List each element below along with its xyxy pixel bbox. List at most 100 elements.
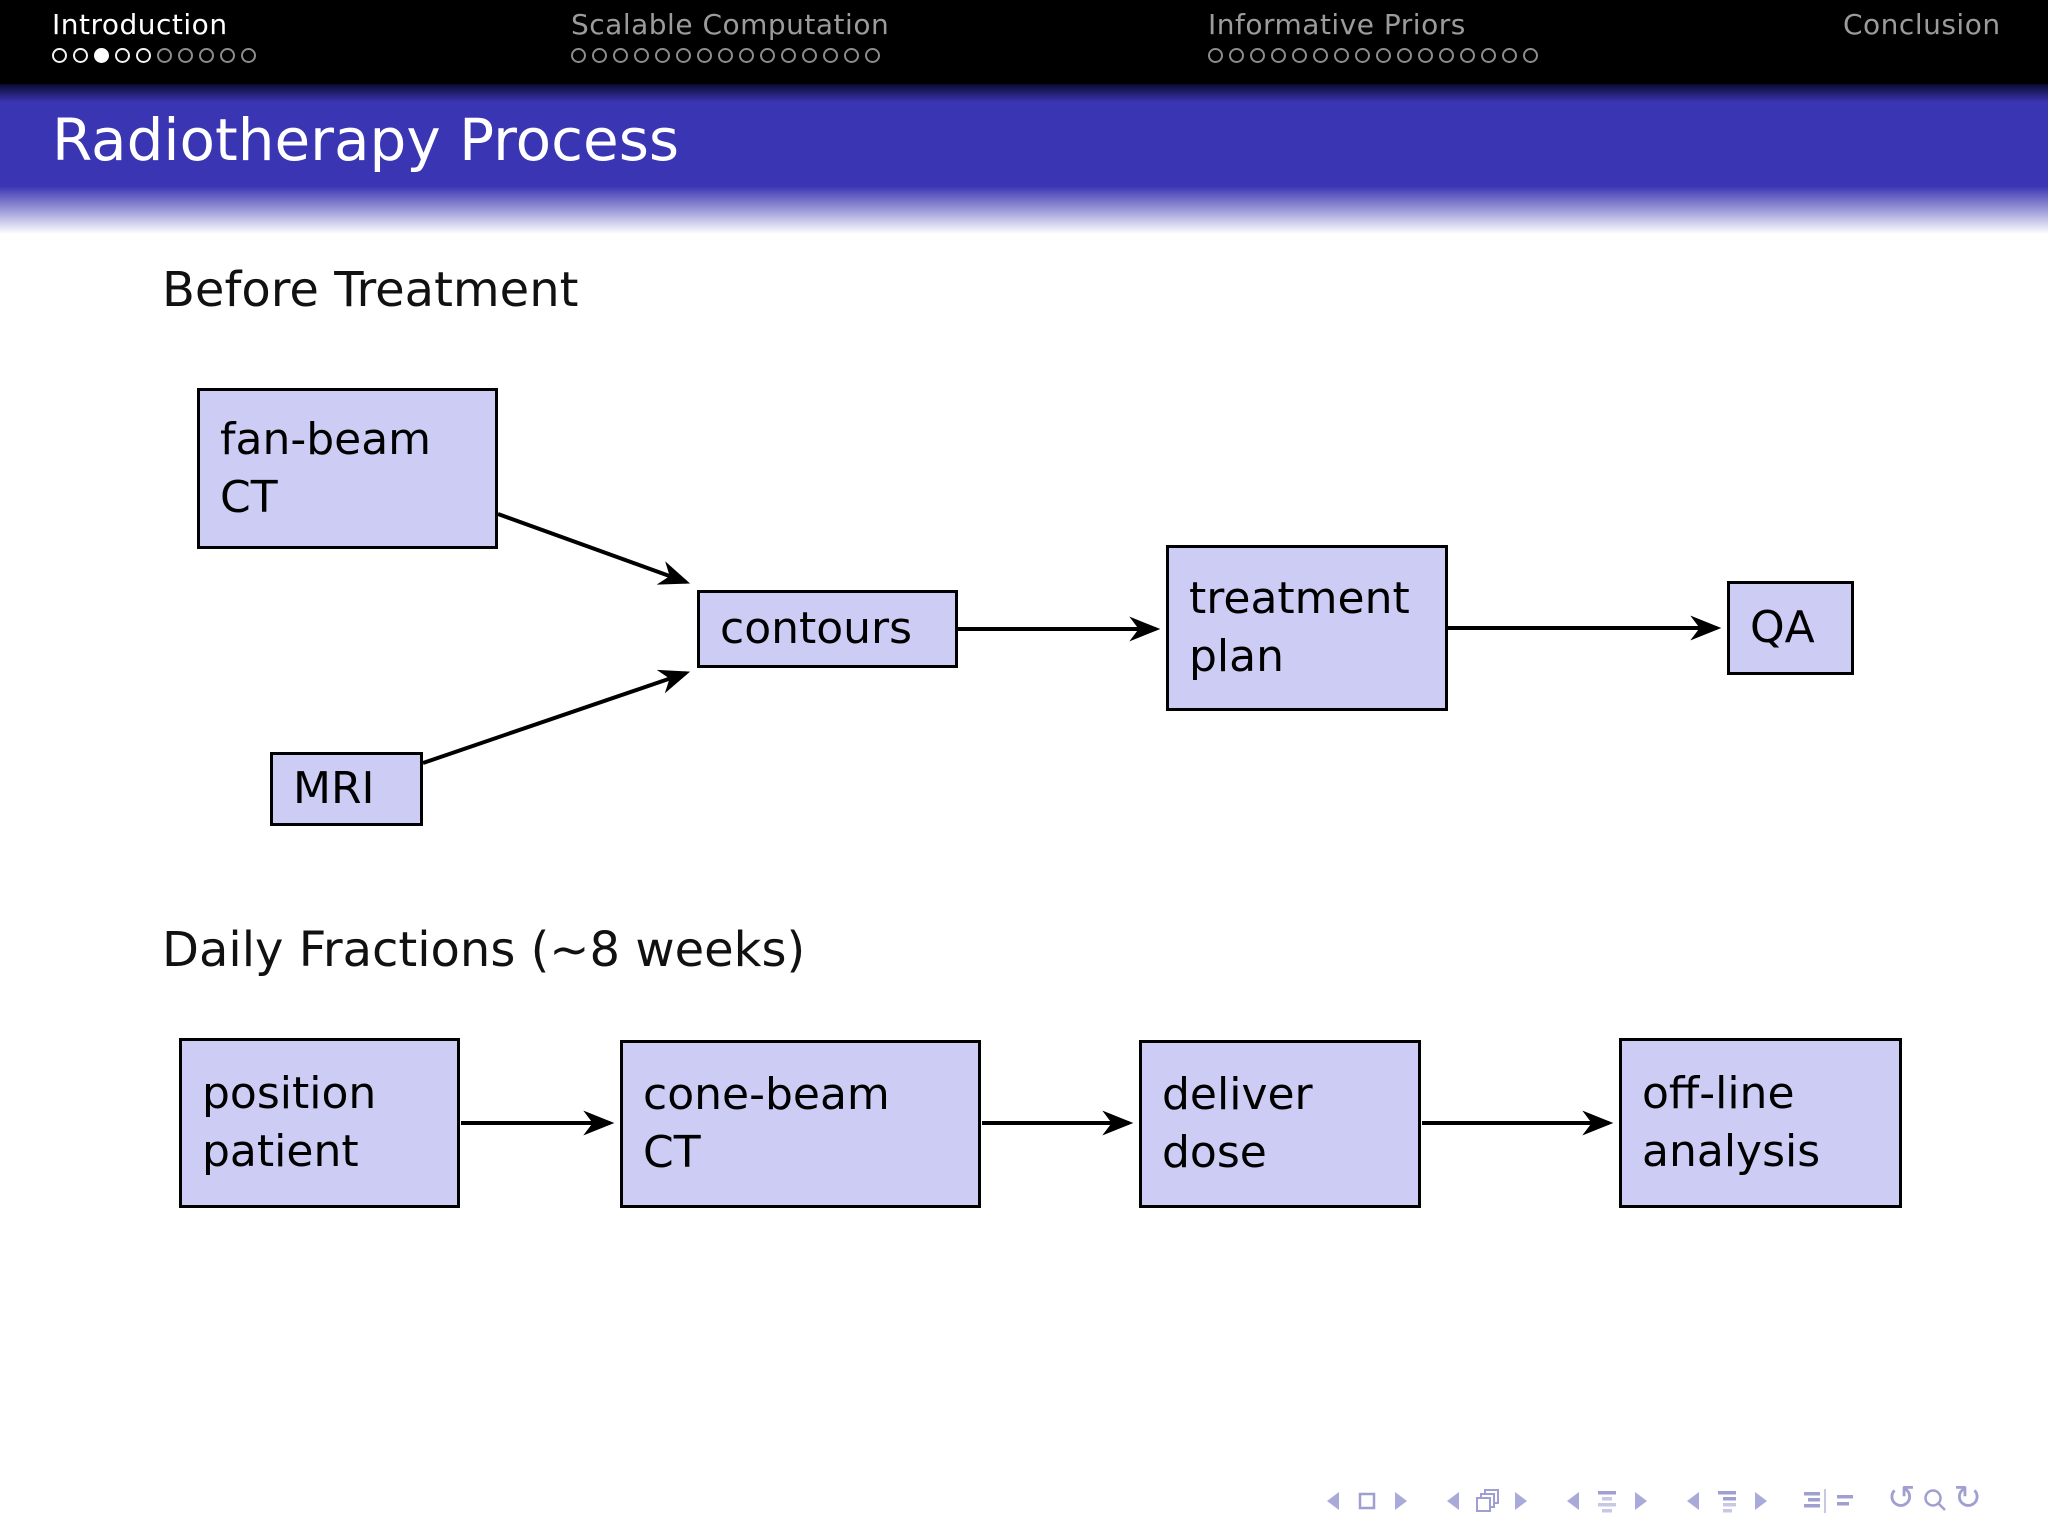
- forward-icon[interactable]: ↻: [1953, 1478, 1983, 1518]
- slide-dot[interactable]: [220, 48, 235, 63]
- slide-dot[interactable]: [739, 48, 754, 63]
- subsection-list-icon[interactable]: [1593, 1487, 1621, 1515]
- slide-dot[interactable]: [1334, 48, 1349, 63]
- subsection-prev-icon[interactable]: [1560, 1487, 1588, 1515]
- history-nav-group: ↺ ↻: [1887, 1478, 1983, 1518]
- section-navigation-bar: Introduction Scalable Computation Inform…: [0, 0, 2048, 84]
- slide-dot[interactable]: [760, 48, 775, 63]
- box-label-line: deliver: [1162, 1069, 1313, 1120]
- slide-dot[interactable]: [865, 48, 880, 63]
- slide-dot[interactable]: [718, 48, 733, 63]
- nav-section-label[interactable]: Introduction: [52, 8, 228, 41]
- slide-next-icon[interactable]: [1386, 1487, 1414, 1515]
- box-label-line: CT: [643, 1127, 701, 1178]
- back-icon[interactable]: ↺: [1887, 1478, 1916, 1518]
- flow-box-position-patient: position patient: [179, 1038, 460, 1208]
- nav-section-informative-priors[interactable]: Informative Priors: [1208, 8, 1538, 63]
- table-of-contents-icon[interactable]: [1833, 1487, 1861, 1515]
- section-prev-icon[interactable]: [1680, 1487, 1708, 1515]
- nav-section-conclusion[interactable]: Conclusion: [1843, 8, 2001, 48]
- nav-section-introduction[interactable]: Introduction: [52, 8, 256, 63]
- page-title: Radiotherapy Process: [52, 106, 680, 174]
- slide-dot-row: [1208, 48, 1538, 63]
- slide-icon[interactable]: [1353, 1487, 1381, 1515]
- slide-dot[interactable]: [1481, 48, 1496, 63]
- frame-nav-group: [1440, 1487, 1534, 1515]
- slide-dot-row: [52, 48, 256, 63]
- box-label-line: off-line: [1642, 1068, 1795, 1119]
- box-label-line: treatment: [1189, 573, 1410, 624]
- box-label-line: MRI: [293, 763, 375, 814]
- arrow-fanbeam-to-contours: [497, 512, 691, 585]
- flow-box-fan-beam-ct: fan-beam CT: [197, 388, 498, 549]
- slide-dot[interactable]: [1271, 48, 1286, 63]
- slide-dot[interactable]: [571, 48, 586, 63]
- box-label-line: contours: [720, 603, 913, 654]
- slide-dot[interactable]: [157, 48, 172, 63]
- slide-dot[interactable]: [844, 48, 859, 63]
- slide-dot[interactable]: [655, 48, 670, 63]
- slide-dot-row: [571, 48, 889, 63]
- flow-box-treatment-plan: treatment plan: [1166, 545, 1448, 711]
- heading-daily-fractions: Daily Fractions (∼8 weeks): [162, 922, 806, 978]
- flow-box-qa: QA: [1727, 581, 1854, 675]
- slide-dot[interactable]: [1313, 48, 1328, 63]
- slide-dot[interactable]: [1397, 48, 1412, 63]
- slide-dot[interactable]: [781, 48, 796, 63]
- slide-dot[interactable]: [1418, 48, 1433, 63]
- slide-dot[interactable]: [1208, 48, 1223, 63]
- nav-section-label[interactable]: Informative Priors: [1208, 8, 1466, 41]
- flow-box-cone-beam-ct: cone-beam CT: [620, 1040, 981, 1208]
- slide-dot[interactable]: [73, 48, 88, 63]
- subsection-next-icon[interactable]: [1626, 1487, 1654, 1515]
- section-nav-group: [1680, 1487, 1774, 1515]
- slide-dot[interactable]: [178, 48, 193, 63]
- slide-dot[interactable]: [1355, 48, 1370, 63]
- frames-icon[interactable]: [1473, 1487, 1501, 1515]
- slide-dot[interactable]: [1460, 48, 1475, 63]
- flow-box-contours: contours: [697, 590, 958, 668]
- slide-dot[interactable]: [697, 48, 712, 63]
- frame-title-bar: Radiotherapy Process: [0, 84, 2048, 234]
- frame-next-icon[interactable]: [1506, 1487, 1534, 1515]
- slide-dot[interactable]: [199, 48, 214, 63]
- subsection-nav-group: [1560, 1487, 1654, 1515]
- nav-section-label[interactable]: Scalable Computation: [571, 8, 890, 41]
- slide-dot[interactable]: [241, 48, 256, 63]
- appendix-nav-group: [1800, 1487, 1861, 1515]
- box-label-line: QA: [1750, 602, 1815, 653]
- slide-dot[interactable]: [52, 48, 67, 63]
- slide-dot[interactable]: [1292, 48, 1307, 63]
- slide-nav-group: [1320, 1487, 1414, 1515]
- slide-dot[interactable]: [613, 48, 628, 63]
- slide-dot[interactable]: [1502, 48, 1517, 63]
- nav-section-scalable-computation[interactable]: Scalable Computation: [571, 8, 889, 63]
- box-label-line: position: [202, 1068, 377, 1119]
- box-label-line: patient: [202, 1126, 359, 1177]
- slide-dot[interactable]: [1376, 48, 1391, 63]
- slide-dot[interactable]: [823, 48, 838, 63]
- slide-dot[interactable]: [1229, 48, 1244, 63]
- slide-dot[interactable]: [1439, 48, 1454, 63]
- slide-prev-icon[interactable]: [1320, 1487, 1348, 1515]
- search-icon[interactable]: [1921, 1487, 1949, 1515]
- slide-dot[interactable]: [1523, 48, 1538, 63]
- appendix-icon[interactable]: [1800, 1487, 1828, 1515]
- box-label-line: dose: [1162, 1127, 1267, 1178]
- slide-dot[interactable]: [94, 48, 109, 63]
- nav-section-label[interactable]: Conclusion: [1843, 8, 2001, 41]
- slide-dot[interactable]: [676, 48, 691, 63]
- flow-box-off-line-analysis: off-line analysis: [1619, 1038, 1902, 1208]
- slide-dot[interactable]: [634, 48, 649, 63]
- slide-dot[interactable]: [136, 48, 151, 63]
- flow-box-mri: MRI: [270, 752, 423, 826]
- slide-dot[interactable]: [592, 48, 607, 63]
- slide-dot[interactable]: [115, 48, 130, 63]
- section-next-icon[interactable]: [1746, 1487, 1774, 1515]
- slide-dot[interactable]: [802, 48, 817, 63]
- section-list-icon[interactable]: [1713, 1487, 1741, 1515]
- slide-dot[interactable]: [1250, 48, 1265, 63]
- frame-prev-icon[interactable]: [1440, 1487, 1468, 1515]
- box-label-line: fan-beam: [220, 413, 432, 465]
